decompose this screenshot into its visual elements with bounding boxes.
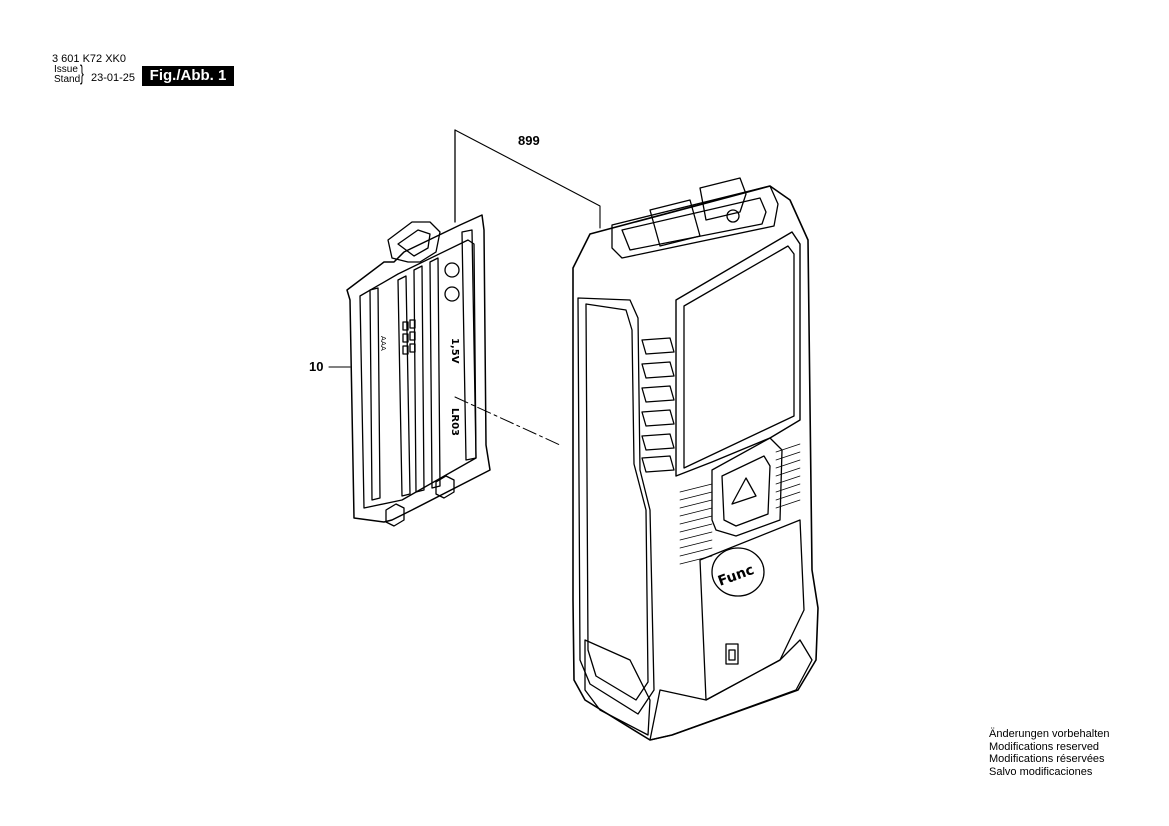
callout-10: 10 bbox=[309, 359, 324, 374]
brace-glyph: } bbox=[80, 62, 84, 85]
func-button-text: Func bbox=[716, 562, 756, 590]
notice-es: Salvo modificaciones bbox=[989, 765, 1093, 778]
notice-en: Modifications reserved bbox=[989, 740, 1100, 753]
callout-899: 899 bbox=[518, 133, 540, 148]
device-body bbox=[572, 177, 819, 741]
cover-text-c: AAA bbox=[379, 336, 387, 351]
stand-label: Stand bbox=[54, 74, 81, 85]
leader-line-899-top bbox=[454, 129, 601, 229]
notice-de: Änderungen vorbehalten bbox=[989, 728, 1110, 740]
figure-label: Fig./Abb. 1 bbox=[142, 66, 234, 86]
cover-text-a: 1,5V bbox=[449, 338, 460, 364]
issue-date: 23-01-25 bbox=[91, 72, 136, 84]
cover-text-b: LR03 bbox=[449, 408, 460, 436]
battery-cover bbox=[346, 214, 491, 527]
issue-label: Issue bbox=[54, 64, 78, 75]
part-number: 3 601 K72 XK0 bbox=[52, 53, 127, 65]
notice-fr: Modifications réservées bbox=[989, 753, 1105, 765]
issue-stand-labels: Issue Stand bbox=[54, 65, 80, 85]
assembly-dash-line bbox=[454, 396, 561, 446]
modification-notice: Änderungen vorbehalten Modifications res… bbox=[989, 728, 1109, 778]
